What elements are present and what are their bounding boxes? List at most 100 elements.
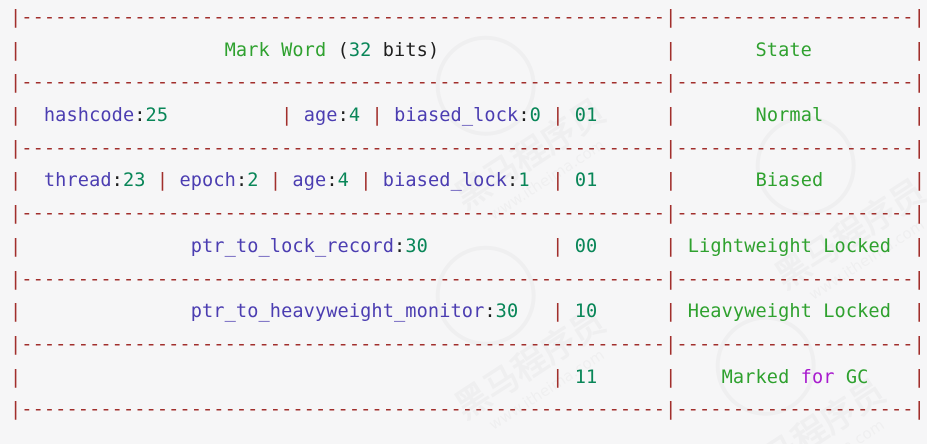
spacer [383,105,394,126]
bit-value: 11 [574,366,598,388]
spacer [823,170,913,191]
divider-glyph: ----------------------------------------… [21,137,666,159]
divider-glyph: --------------------- [676,203,914,225]
spacer [168,105,281,126]
divider-glyph: | [10,105,22,127]
divider-glyph: ----------------------------------------… [21,72,666,94]
divider-glyph: | [10,203,22,225]
divider-glyph: --------------------- [676,72,914,94]
bit-value: 2 [247,170,259,192]
separator-row: |---------------------------------------… [10,198,925,231]
spacer [891,301,914,322]
divider-glyph: | [913,301,925,323]
spacer [676,105,755,126]
divider-glyph: | [913,399,925,421]
divider-glyph: | [10,170,22,192]
spacer [563,236,574,257]
spacer [676,40,755,61]
spacer [564,170,575,191]
divider-glyph: | [10,72,22,94]
row-lightweight-locked: | ptr_to_lock_record:30 | 00 | Lightweig… [10,231,925,264]
spacer [372,170,383,191]
divider-glyph: | [665,72,677,94]
divider-glyph: | [10,7,22,28]
ascii-table: |---------------------------------------… [10,2,925,427]
punctuation: bits [382,39,428,61]
divider-glyph: | [552,170,564,192]
bit-value: 25 [145,105,169,127]
field-name: biased_lock [394,105,519,127]
divider-glyph: | [10,366,22,388]
spacer [812,40,914,61]
bit-value: 30 [405,235,428,257]
divider-glyph: | [552,235,564,257]
divider-glyph: | [10,235,22,257]
bit-value: 23 [122,170,146,192]
divider-glyph: | [10,333,22,355]
spacer [439,40,665,61]
divider-glyph: --------------------- [676,137,914,159]
spacer [891,236,914,257]
divider-glyph: ----------------------------------------… [21,203,666,225]
divider-glyph: | [665,268,677,290]
field-name: hashcode [43,105,135,127]
divider-glyph: | [360,170,372,192]
spacer [168,170,179,191]
divider-glyph: | [665,137,677,159]
divider-glyph: | [665,7,677,28]
divider-glyph: ----------------------------------------… [21,7,666,28]
punctuation: : [337,105,349,127]
spacer [541,105,552,126]
separator-row: |---------------------------------------… [10,394,925,427]
spacer [789,367,800,388]
keyword-token: for [800,366,835,388]
spacer [21,301,190,322]
divider-glyph: | [665,235,677,257]
spacer [21,367,552,388]
spacer [563,301,574,322]
divider-glyph: | [665,399,677,421]
punctuation: : [518,105,530,127]
divider-glyph: | [913,203,925,225]
punctuation: ) [427,39,440,61]
bit-value: 32 [348,39,372,61]
divider-glyph: | [913,170,925,192]
punctuation: : [484,301,496,323]
punctuation: : [326,170,338,192]
divider-glyph: --------------------- [676,7,914,28]
divider-glyph: | [156,170,169,192]
divider-glyph: | [913,137,925,159]
divider-glyph: | [665,105,677,127]
divider-glyph: | [10,137,22,159]
row-normal: | hashcode:25 | age:4 | biased_lock:0 | … [10,100,925,133]
divider-glyph: | [665,170,677,192]
spacer [676,367,721,388]
row-marked-for-gc: | | 11 | Marked for GC | [10,362,925,395]
bit-value: 30 [495,301,519,323]
spacer [21,236,190,257]
spacer [21,40,224,61]
field-name: age [303,105,338,127]
punctuation: : [111,170,123,192]
separator-row: |---------------------------------------… [10,67,925,100]
separator-row: |---------------------------------------… [10,264,925,297]
divider-glyph: | [913,366,925,388]
divider-glyph: | [913,235,925,257]
field-name: age [292,170,327,192]
divider-glyph: ----------------------------------------… [21,268,666,290]
state-label: Marked [721,366,790,388]
divider-glyph: --------------------- [676,268,914,290]
divider-glyph: | [913,72,925,94]
bit-value: 10 [574,301,598,323]
spacer [518,301,552,322]
separator-row: |---------------------------------------… [10,133,925,166]
divider-glyph: | [371,105,383,127]
spacer [259,170,270,191]
divider-glyph: | [552,105,564,127]
bit-value: 01 [574,105,598,127]
spacer [21,105,44,126]
state-label: Heavyweight Locked [687,301,892,323]
state-label: State [755,39,812,61]
row-biased: | thread:23 | epoch:2 | age:4 | biased_l… [10,165,925,198]
spacer [597,367,665,388]
